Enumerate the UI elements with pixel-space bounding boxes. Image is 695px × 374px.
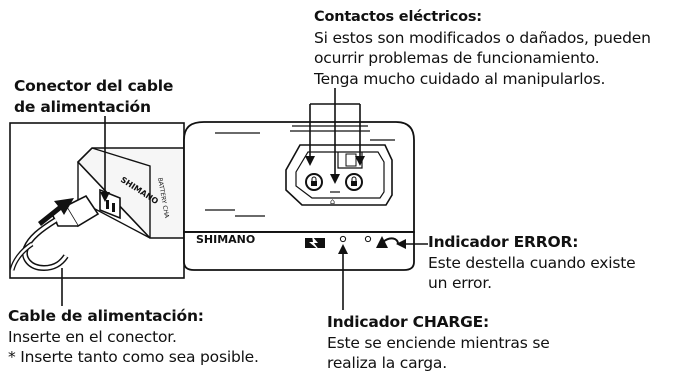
- svg-text:⌂: ⌂: [330, 197, 335, 206]
- error-indicator-line-1: Este destella cuando existe: [428, 253, 636, 272]
- charge-indicator-title: Indicador CHARGE:: [327, 313, 490, 331]
- power-connector-title-2: de alimentación: [14, 97, 151, 116]
- power-cable-title: Cable de alimentación:: [8, 307, 204, 325]
- power-cable-label: Cable de alimentación: Inserte en el con…: [8, 306, 259, 368]
- charge-icon: [305, 236, 325, 251]
- power-connector-label: Conector del cable de alimentación: [14, 76, 173, 117]
- power-cable-line-1: Inserte en el conector.: [8, 327, 177, 346]
- charge-led: [339, 235, 347, 243]
- contacts-title: Contactos eléctricos:: [314, 9, 482, 25]
- charge-indicator-line-2: realiza la carga.: [327, 354, 447, 372]
- error-led: [364, 235, 372, 243]
- connector-inset: SHIMANO BATTERY CHA: [9, 122, 185, 279]
- error-icon: [376, 236, 399, 248]
- lock-icon: [311, 176, 357, 186]
- contacts-label: Contactos eléctricos: Si estos son modif…: [314, 7, 651, 89]
- arrow-icon: [396, 239, 406, 249]
- error-indicator-title: Indicador ERROR:: [428, 233, 579, 251]
- contacts-line-2: ocurrir problemas de funcionamiento.: [314, 49, 600, 67]
- charger-unit: ⌂ SHIMANO: [183, 121, 415, 271]
- power-connector-title-1: Conector del cable: [14, 77, 174, 95]
- charge-indicator-label: Indicador CHARGE: Este se enciende mient…: [327, 312, 550, 374]
- leader-lines: [61, 88, 428, 310]
- power-cable-line-2: * Inserte tanto como sea posible.: [8, 348, 259, 366]
- error-indicator-label: Indicador ERROR: Este destella cuando ex…: [428, 232, 636, 294]
- contacts-line-3: Tenga mucho cuidado al manipularlos.: [314, 69, 606, 88]
- error-indicator-line-2: un error.: [428, 274, 492, 292]
- charger-brand: SHIMANO: [196, 233, 255, 246]
- contacts-line-1: Si estos son modificados o dañados, pued…: [314, 28, 651, 47]
- charge-indicator-line-1: Este se enciende mientras se: [327, 333, 550, 352]
